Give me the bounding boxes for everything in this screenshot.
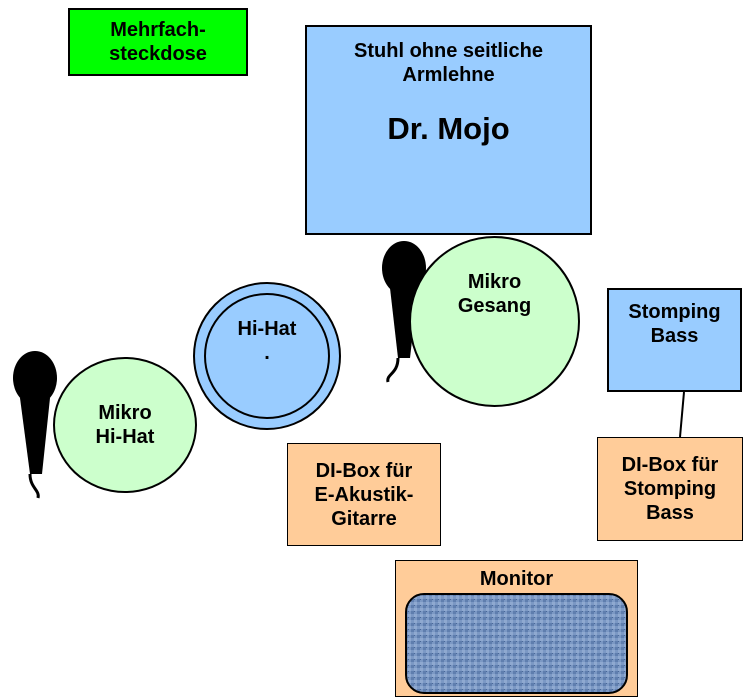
power-strip-label-line2: steckdose [109, 43, 207, 65]
di-box-guitar-line1: DI-Box für [315, 459, 413, 482]
microphone-icon [13, 351, 57, 499]
di-box-guitar: DI-Box für E-Akustik- Gitarre [287, 443, 441, 546]
power-strip-label-line1: Mehrfach- [110, 19, 206, 41]
vocal-mic-label-line2: Gesang [457, 295, 532, 317]
monitor-speaker-icon [405, 593, 628, 694]
stomping-bass-label-line1: Stomping [628, 301, 721, 323]
di-box-guitar-line3: Gitarre [331, 507, 397, 530]
hihat-mic-label-line1: Mikro [98, 402, 152, 424]
stomping-bass-box: Stomping Bass [607, 288, 742, 392]
hihat-mic-circle: Mikro Hi-Hat [53, 357, 197, 493]
power-strip-box: Mehrfach- steckdose [68, 8, 248, 76]
hihat-mic-label-line2: Hi-Hat [95, 426, 155, 448]
hihat-label-line2: . [264, 342, 270, 364]
monitor-label: Monitor [479, 568, 554, 590]
chair-label-line1: Stuhl ohne seitliche [354, 40, 543, 62]
hihat-inner-circle: Hi-Hat . [204, 293, 330, 419]
chair-box: Stuhl ohne seitliche Armlehne Dr. Mojo [305, 25, 592, 235]
di-box-bass-line2: Stomping [623, 478, 717, 500]
vocal-mic-circle: Mikro Gesang [409, 236, 580, 407]
di-box-bass-line1: DI-Box für [621, 454, 719, 476]
chair-label-line2: Armlehne [402, 64, 495, 86]
hihat-label-line1: Hi-Hat [237, 318, 297, 340]
monitor-box: Monitor [395, 560, 638, 697]
vocal-mic-label-line1: Mikro [467, 271, 522, 293]
di-box-bass: DI-Box für Stomping Bass [597, 437, 743, 541]
di-box-guitar-line2: E-Akustik- [314, 483, 414, 506]
stomping-bass-label-line2: Bass [650, 325, 699, 347]
performer-name: Dr. Mojo [387, 111, 510, 146]
di-box-bass-line3: Bass [646, 502, 694, 524]
